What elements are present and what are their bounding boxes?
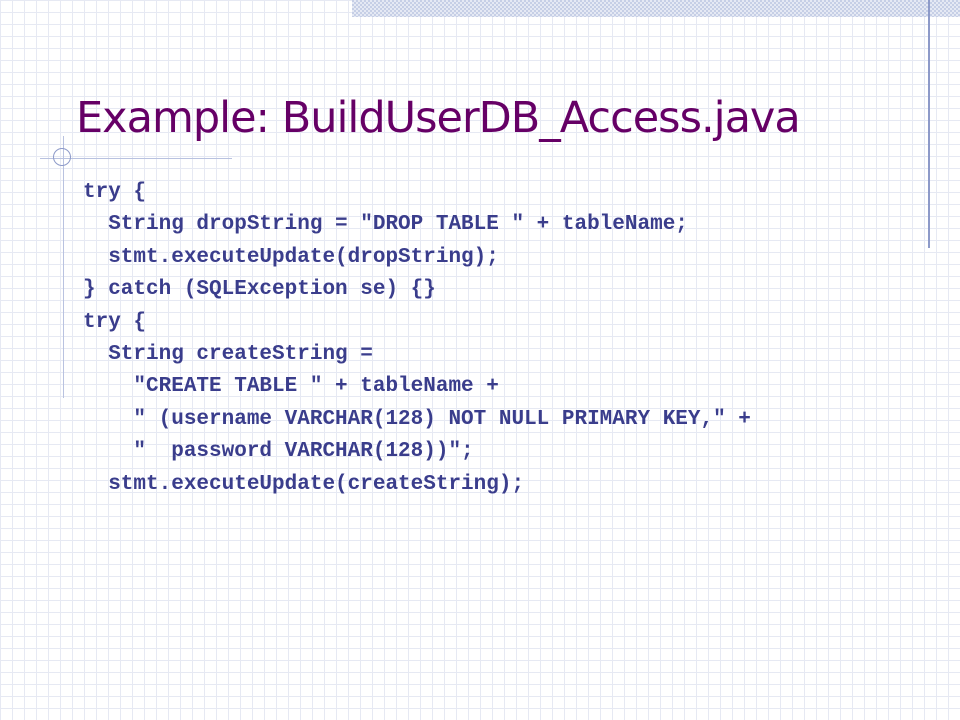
code-line: } catch (SQLException se) {}	[83, 278, 436, 302]
code-line: String dropString = "DROP TABLE " + tabl…	[83, 213, 688, 237]
code-line: try {	[83, 181, 147, 204]
code-line: stmt.executeUpdate(dropString);	[83, 245, 499, 269]
left-vertical-rule	[63, 136, 64, 398]
right-vertical-rule	[928, 0, 930, 248]
code-line: try {	[83, 310, 147, 334]
code-line: " (username VARCHAR(128) NOT NULL PRIMAR…	[83, 407, 751, 431]
code-block: try { String dropString = "DROP TABLE " …	[83, 177, 943, 501]
code-line: "CREATE TABLE " + tableName +	[83, 375, 499, 399]
code-line: " password VARCHAR(128))";	[83, 440, 474, 464]
title-underline-rule	[40, 158, 232, 159]
slide-title: Example: BuildUserDB_Access.java	[76, 93, 801, 143]
crosshair-circle-icon	[53, 148, 71, 166]
code-line: stmt.executeUpdate(createString);	[83, 472, 525, 496]
header-decoration-band	[352, 0, 960, 17]
code-line: String createString =	[83, 342, 373, 366]
